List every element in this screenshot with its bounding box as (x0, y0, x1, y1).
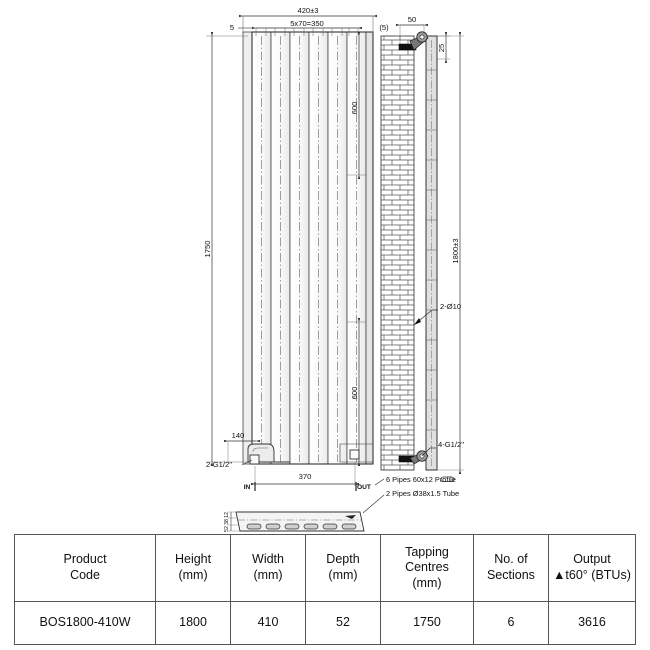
section-pill (303, 523, 319, 530)
section-dim-1: 12 (224, 512, 230, 518)
inlet-tapping (249, 454, 260, 465)
section-dims: 12 38 52 (224, 511, 240, 532)
outlet-label: OUT (357, 484, 371, 491)
header-sections-line2: Sections (486, 568, 535, 582)
section-pill (322, 523, 338, 530)
header-product-code: Product Code (13, 534, 157, 602)
fixing-holes-label: 2-Ø10 (440, 302, 461, 311)
header-tapping-centres: Tapping Centres (mm) (379, 534, 474, 602)
spec-table-body: BOS1800-410W 1800 410 52 1750 6 3616 (13, 601, 637, 645)
side-connections-label: 4-G1/2" (438, 440, 464, 449)
cell-product-code: BOS1800-410W (13, 601, 157, 645)
note-line-1: 6 Pipes 60x12 Profile (386, 475, 456, 484)
section-view-group: 12 38 52 (224, 511, 365, 532)
dim-side-overall-height: 1800±3 (437, 31, 464, 475)
cell-depth: 52 (305, 601, 381, 645)
dim-tube-pitch: 5x70=350 (251, 19, 363, 36)
cell-width: 410 (230, 601, 306, 645)
header-tapping-centres-line2: Centres (405, 560, 449, 575)
spec-table-container: Product Code Height (mm) Width (mm) Dept… (13, 534, 637, 645)
dim-overall-height-label: 1750 (203, 241, 212, 258)
dim-edge-right-label: (5) (379, 23, 389, 32)
dim-overall-width: 420±3 (238, 6, 378, 34)
section-dim-2: 38 (224, 519, 230, 525)
cell-tapping-centres: 1750 (379, 601, 474, 645)
spec-table-header-row: Product Code Height (mm) Width (mm) Dept… (13, 534, 637, 602)
dim-lower-segment: 600 (347, 317, 366, 467)
bottom-manifold (247, 443, 290, 465)
dim-upper-segment-label: 600 (350, 102, 359, 115)
section-tube-pills (246, 523, 357, 530)
header-sections-line1: No. of (494, 552, 528, 567)
dim-tube-pitch-label: 5x70=350 (290, 19, 324, 28)
cell-output: 3616 (547, 601, 637, 645)
section-pill (265, 523, 281, 530)
notes-group: 6 Pipes 60x12 Profile 2 Pipes Ø38x1.5 Tu… (362, 475, 459, 514)
dim-bottom-offset: 140 (223, 431, 261, 462)
front-view-group: 420±3 5x70=350 (203, 6, 389, 491)
front-view-left-edge (242, 31, 253, 465)
bracket-pivot-hole (419, 34, 425, 40)
header-product-code-line2: Code (70, 568, 100, 582)
dim-tapping-centres: 370 (250, 462, 360, 486)
section-pill (246, 523, 262, 530)
header-depth-line2: (mm) (328, 568, 358, 582)
tube-centrelines (261, 36, 357, 462)
bottom-connection-callout: 2-G1/2" (206, 459, 253, 469)
header-width-line1: Width (252, 552, 284, 567)
header-tapping-centres-line1: Tapping (405, 544, 449, 559)
header-depth: Depth (mm) (305, 534, 381, 602)
bottom-connection-label: 2-G1/2" (206, 460, 232, 469)
profile-pill-icon (440, 476, 455, 482)
fixing-holes-callout: 2-Ø10 (413, 302, 461, 326)
dim-edge-right: (5) (379, 23, 389, 32)
dim-overall-width-label: 420±3 (297, 6, 318, 15)
section-dim-3: 52 (224, 526, 230, 532)
cell-sections: 6 (472, 601, 549, 645)
dim-edge-left-label: 5 (230, 23, 234, 32)
header-width: Width (mm) (230, 534, 306, 602)
header-product-code-line1: Product (63, 552, 107, 567)
section-pill (341, 523, 357, 530)
dim-bottom-offset-label: 140 (232, 431, 245, 440)
dim-bracket-height: 25 (437, 31, 450, 64)
dim-bracket-offset: 50 (395, 15, 429, 44)
header-sections: No. of Sections (472, 534, 549, 602)
header-depth-line1: Depth (326, 552, 360, 567)
header-height-line2: (mm) (178, 568, 208, 582)
dim-edge-left: 5 (230, 23, 252, 32)
header-width-line2: (mm) (253, 568, 283, 582)
side-view-group: 50 25 1800±3 2-Ø10 (380, 15, 464, 475)
side-connections-callout: 4-G1/2" (421, 440, 464, 457)
note-line-2: 2 Pipes Ø38x1.5 Tube (386, 489, 459, 498)
header-output: Output ▲t60° (BTUs) (547, 534, 637, 602)
outlet-tapping (349, 449, 360, 460)
header-output-line2: ▲t60° (BTUs) (553, 568, 631, 582)
section-arrow (345, 515, 356, 519)
front-view-right-edge (365, 31, 374, 465)
front-view-tube-columns (251, 31, 367, 465)
inlet-label: IN (244, 484, 251, 491)
dim-side-overall-height-label: 1800±3 (451, 238, 460, 263)
specification-table: Product Code Height (mm) Width (mm) Dept… (13, 534, 637, 645)
cell-height: 1800 (155, 601, 232, 645)
dim-bracket-height-label: 25 (437, 44, 446, 52)
section-pill (284, 523, 300, 530)
front-view-outline (251, 31, 374, 465)
spec-table-head: Product Code Height (mm) Width (mm) Dept… (13, 534, 637, 602)
header-height: Height (mm) (155, 534, 232, 602)
header-height-line1: Height (174, 552, 212, 567)
top-bracket-assembly (398, 31, 429, 51)
dim-lower-segment-label: 600 (350, 387, 359, 400)
dim-bracket-offset-label: 50 (408, 15, 416, 24)
dim-upper-segment: 600 (347, 31, 366, 180)
flow-markers: IN OUT (244, 482, 371, 491)
header-tapping-centres-line3: (mm) (412, 575, 442, 590)
table-row: BOS1800-410W 1800 410 52 1750 6 3616 (13, 601, 637, 645)
dim-tapping-centres-label: 370 (299, 472, 312, 481)
wall-hatch (380, 35, 415, 471)
header-output-line1: Output (573, 552, 611, 567)
